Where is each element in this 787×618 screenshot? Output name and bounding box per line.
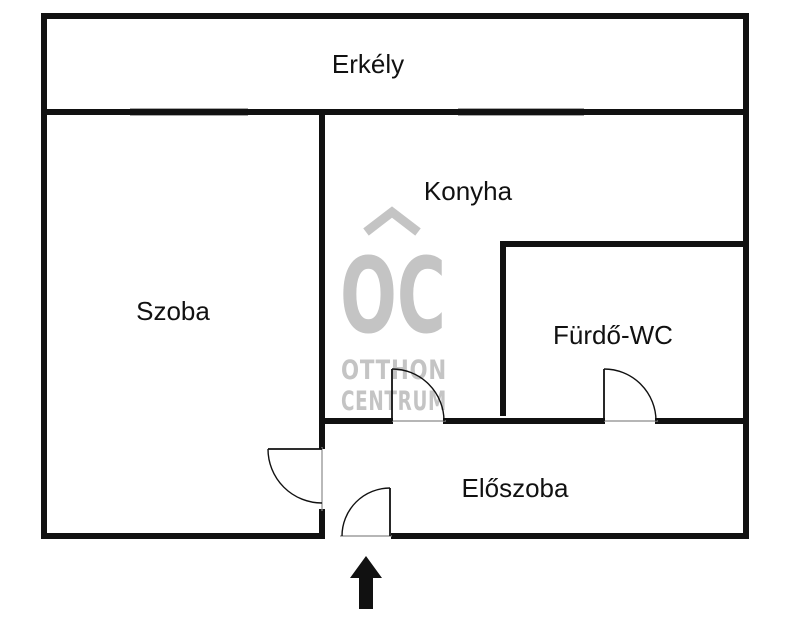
room-label-bathroom: Fürdő-WC	[553, 320, 673, 350]
entrance-door	[340, 487, 392, 537]
bathroom-door	[603, 368, 658, 422]
kitchen-door	[391, 368, 446, 422]
room-label-hall: Előszoba	[462, 473, 569, 503]
room-label-room: Szoba	[136, 296, 210, 326]
wall-balcony-frame	[41, 13, 749, 115]
room-door	[267, 447, 323, 511]
watermark-logo: OC	[340, 235, 446, 357]
watermark: OC OTTHON CENTRUM	[340, 206, 447, 417]
watermark-line-1: OTTHON	[341, 355, 447, 386]
watermark-roof-icon	[363, 206, 421, 236]
entrance-arrow-icon	[350, 556, 382, 609]
room-label-balcony: Erkély	[332, 49, 404, 79]
watermark-line-2: CENTRUM	[341, 386, 447, 417]
walls	[41, 13, 749, 539]
room-label-kitchen: Konyha	[424, 176, 513, 206]
